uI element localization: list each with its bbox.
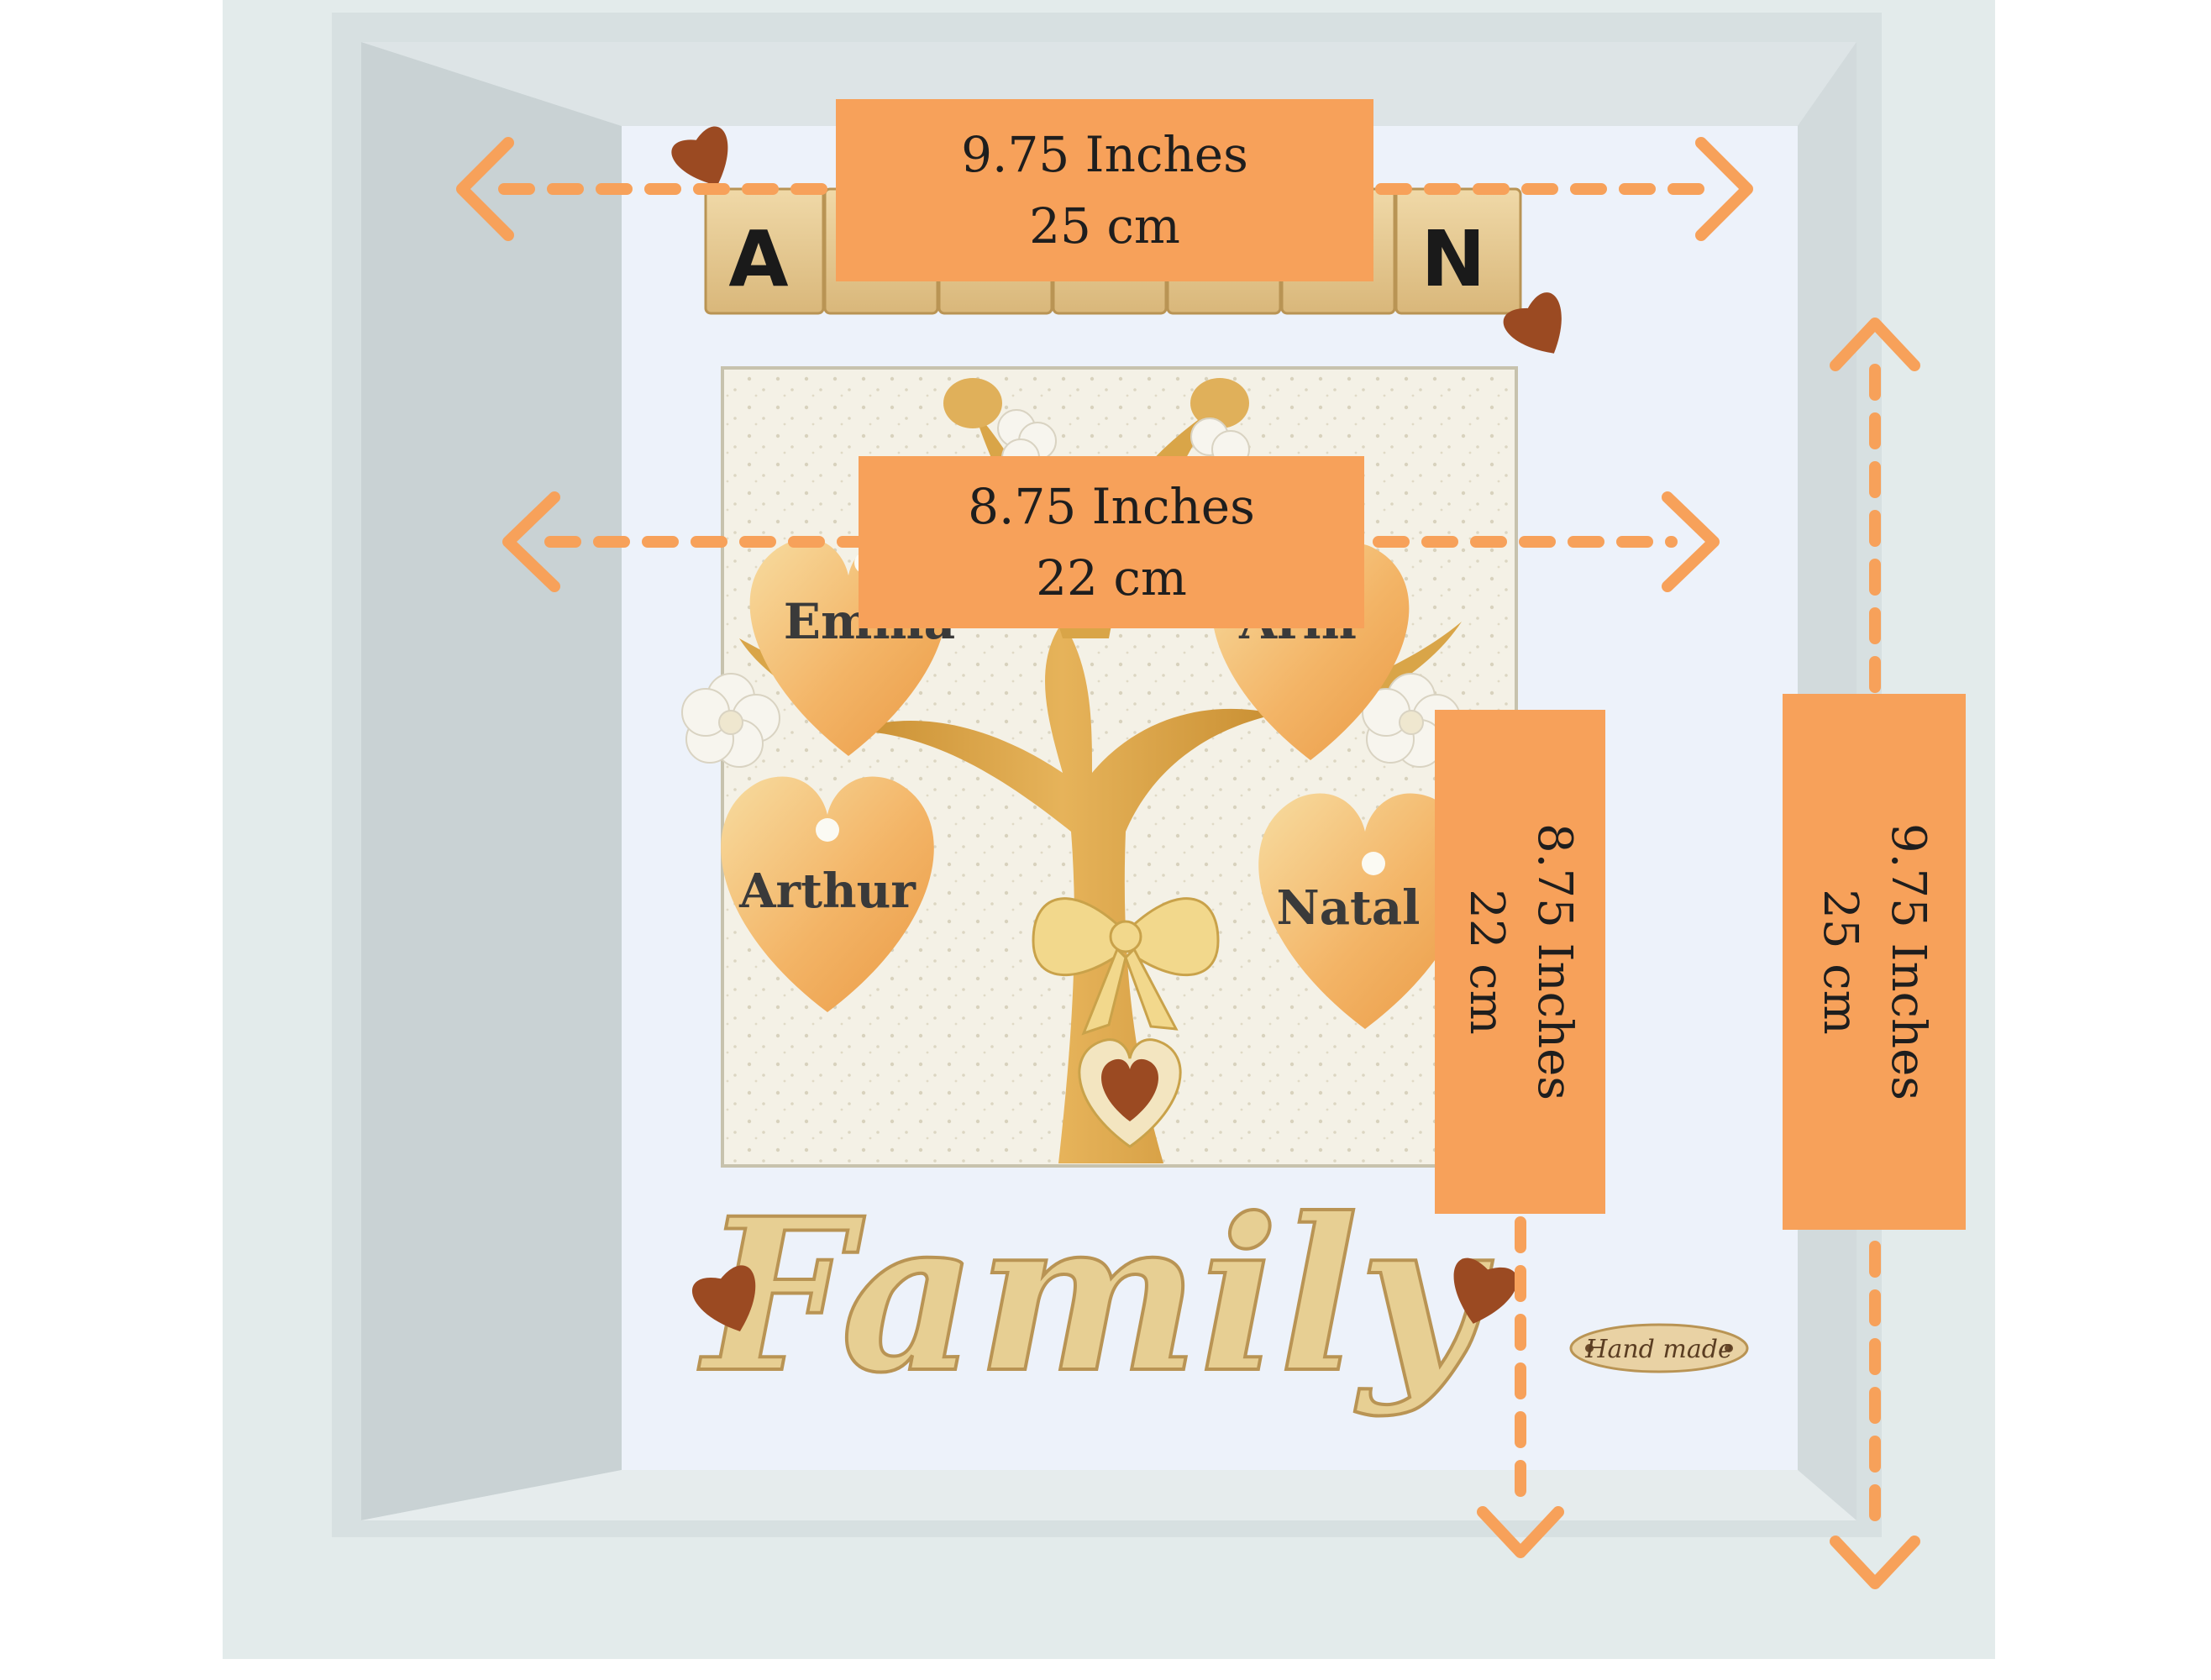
love-heart-top-left [671, 126, 728, 186]
family-word: Family [698, 1172, 1493, 1419]
frame-height-inches: 9.75 Inches [1881, 823, 1936, 1100]
mount-width-cm: 22 cm [1036, 549, 1187, 606]
trunk-love-heart [1078, 1038, 1182, 1148]
mount-width-label: 8.75 Inches 22 cm [859, 456, 1364, 628]
tile-letter-first: A [728, 214, 788, 304]
frame-height-label: 9.75 Inches 25 cm [1783, 694, 1966, 1230]
frame-width-label: 9.75 Inches 25 cm [836, 99, 1373, 281]
mount-width-inches: 8.75 Inches [968, 478, 1255, 536]
name-heart-natal [1258, 793, 1472, 1029]
name-heart-arthur [721, 776, 934, 1012]
mount-height-label: 8.75 Inches 22 cm [1435, 710, 1605, 1214]
love-heart-bottom-right [1453, 1257, 1518, 1324]
hand-made-badge: Hand made [1569, 1323, 1749, 1373]
frame-top-wall [361, 42, 1857, 126]
frame-width-inches: 9.75 Inches [961, 126, 1248, 184]
mount-height-inches: 8.75 Inches [1526, 823, 1582, 1100]
name-natal: Natal [1277, 880, 1421, 936]
frame-height-cm: 25 cm [1813, 889, 1867, 1035]
ribbon-bow [1032, 897, 1220, 1036]
mount-height-cm: 22 cm [1458, 889, 1514, 1035]
frame-left-wall [361, 42, 622, 1520]
love-heart-bottom-left [692, 1265, 756, 1331]
name-arthur: Arthur [738, 864, 916, 919]
frame-width-cm: 25 cm [1029, 197, 1180, 255]
love-heart-top-right [1503, 292, 1562, 354]
arrow-mount-height [1477, 1216, 1564, 1558]
hand-made-text: Hand made [1584, 1335, 1732, 1364]
flower-button-left [681, 673, 780, 768]
frame-bottom-wall [361, 1470, 1857, 1520]
tile-letter-last: N [1421, 214, 1486, 304]
